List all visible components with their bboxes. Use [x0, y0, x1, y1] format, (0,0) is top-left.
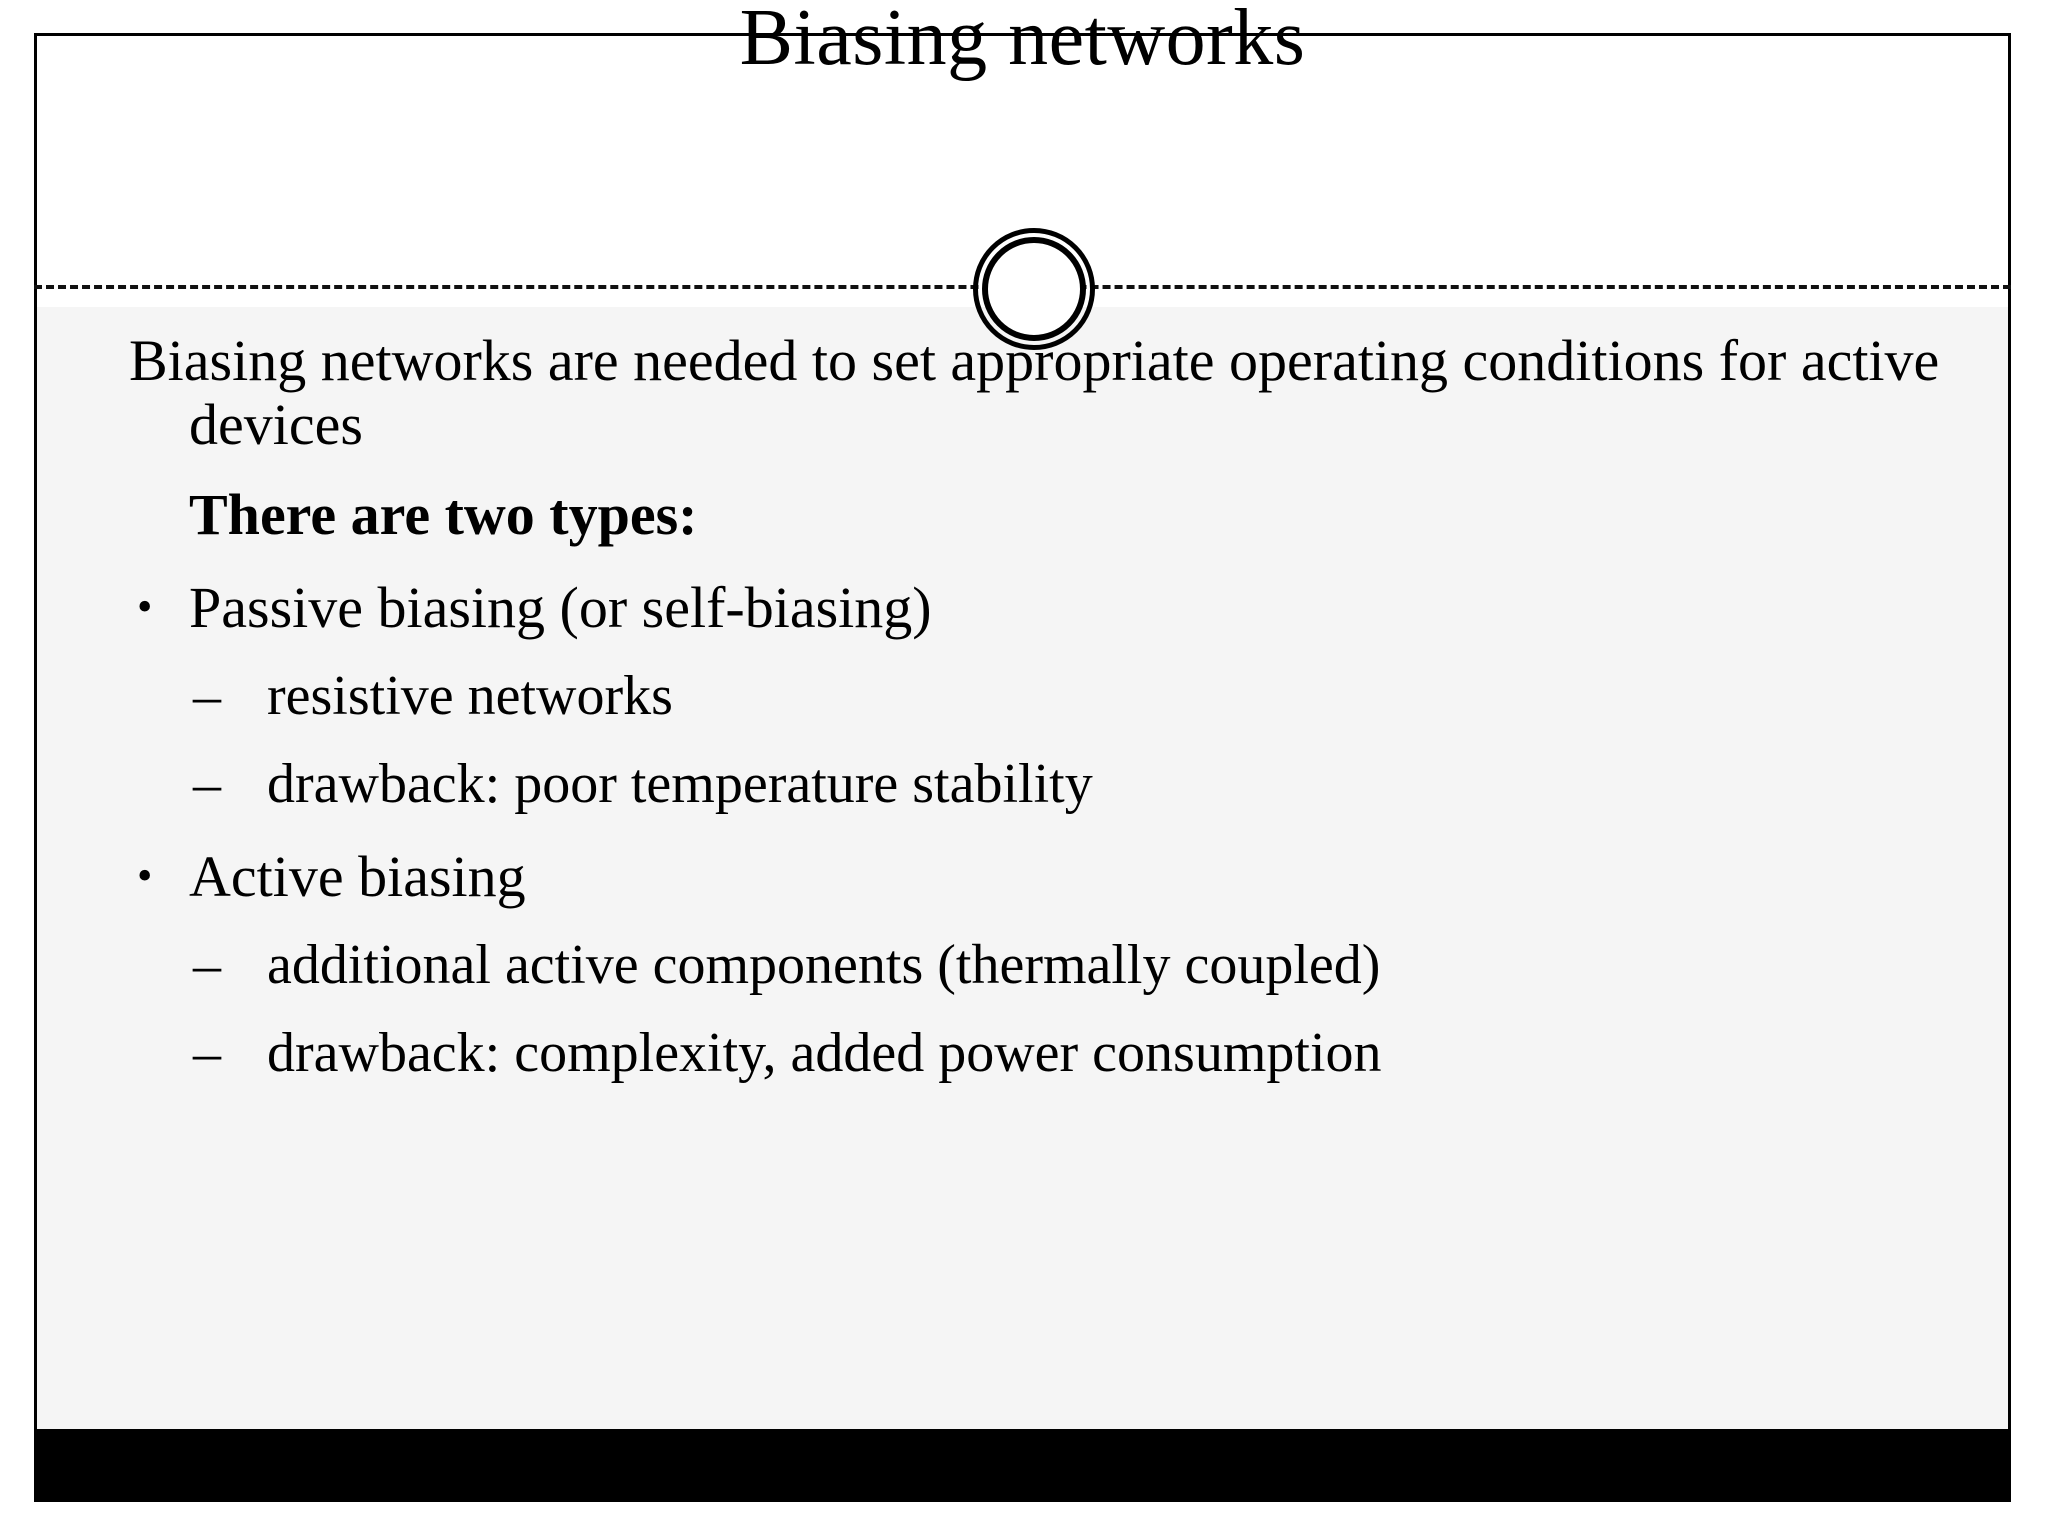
- dash-icon: –: [193, 934, 221, 997]
- slide-title-band: Biasing networks: [37, 0, 2008, 78]
- dash-icon: –: [193, 1021, 221, 1084]
- list-item: – drawback: complexity, added power cons…: [95, 1021, 1968, 1085]
- bullet-icon: •: [137, 851, 153, 901]
- list-item-label: additional active components (thermally …: [267, 934, 1381, 997]
- dash-icon: –: [193, 752, 221, 815]
- list-item-label: resistive networks: [267, 665, 673, 728]
- intro-paragraph: Biasing networks are needed to set appro…: [129, 328, 1940, 457]
- subheading-text: There are two types:: [189, 481, 698, 547]
- page-title: Biasing networks: [739, 0, 1306, 82]
- list-item-label: Passive biasing (or self-biasing): [189, 575, 932, 641]
- slide-frame: Biasing networks Biasing networks are ne…: [34, 0, 2011, 1502]
- slide-content: Biasing networks are needed to set appro…: [95, 307, 1968, 1084]
- list-item: • Active biasing: [95, 845, 1968, 909]
- list-item: – drawback: poor temperature stability: [95, 752, 1968, 816]
- footer-bar: [37, 1429, 2008, 1499]
- list-item: • Passive biasing (or self-biasing): [95, 576, 1968, 640]
- list-item: – additional active components (thermall…: [95, 934, 1968, 997]
- list-item: – resistive networks: [95, 665, 1968, 728]
- circle-outer-icon: [973, 228, 1095, 350]
- double-circle-ornament: [973, 228, 1095, 350]
- dash-icon: –: [193, 665, 221, 728]
- slide-body-panel: Biasing networks are needed to set appro…: [37, 307, 2008, 1429]
- bullet-icon: •: [137, 582, 153, 632]
- list-item-label: drawback: poor temperature stability: [267, 752, 1093, 815]
- list-item-label: Active biasing: [189, 844, 526, 910]
- circle-inner-icon: [982, 237, 1086, 341]
- list-item-label: drawback: complexity, added power consum…: [267, 1021, 1382, 1084]
